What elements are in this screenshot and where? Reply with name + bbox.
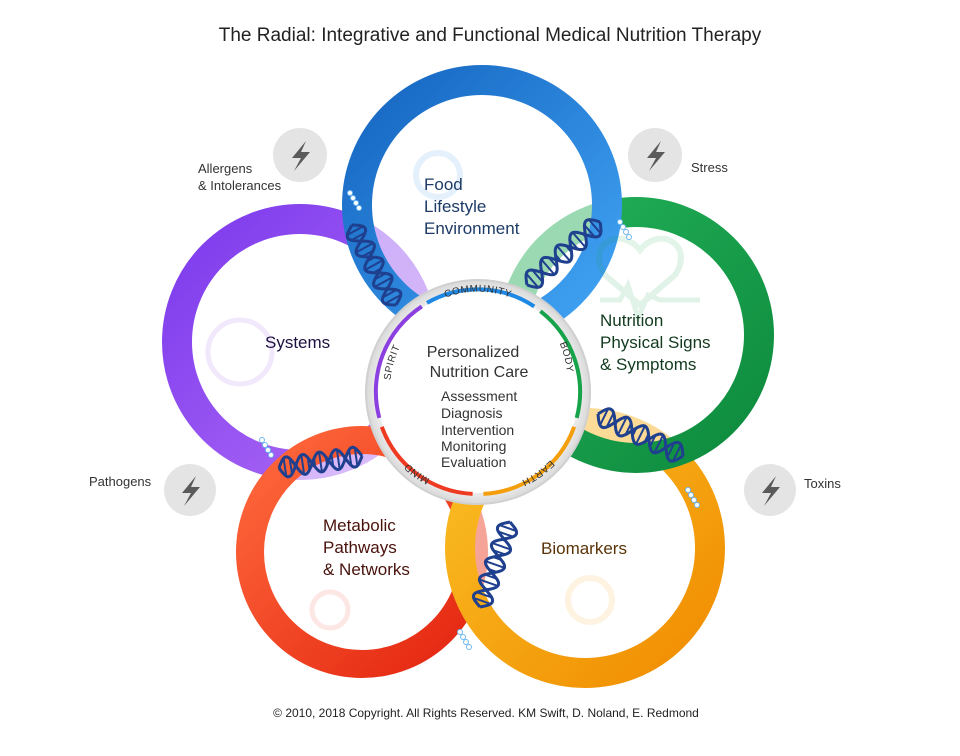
center-hub: COMMUNITY BODY EARTH MIND SPIRIT Persona… — [365, 279, 591, 505]
stressor-label-allergens-2: & Intolerances — [198, 178, 282, 193]
ring-label-metabolic-1: Metabolic — [323, 516, 396, 535]
diagram-title: The Radial: Integrative and Functional M… — [219, 25, 762, 46]
ring-label-nutrition-2: Physical Signs — [600, 333, 711, 352]
bead-dot — [623, 229, 629, 235]
bead-dot — [350, 195, 356, 201]
stressor-label-toxins: Toxins — [804, 476, 841, 491]
bead-dot — [694, 502, 700, 508]
ring-label-food-2: Lifestyle — [424, 197, 486, 216]
bead-dot — [265, 447, 271, 453]
ring-label-nutrition: Nutrition Physical Signs & Symptoms — [600, 311, 711, 374]
heart-icon — [596, 235, 684, 309]
dna-icon — [596, 407, 685, 463]
molecule-icon — [565, 575, 615, 625]
center-step-monitoring: Monitoring — [441, 438, 506, 454]
bead-dot — [268, 452, 274, 458]
ring-label-systems: Systems — [265, 333, 330, 352]
stressor-pathogens: Pathogens — [89, 464, 216, 516]
stressor-label-pathogens: Pathogens — [89, 474, 152, 489]
stressor-stress: Stress — [628, 128, 728, 182]
dna-icon — [345, 223, 403, 307]
pulse-icon — [600, 278, 700, 326]
dna-icon — [277, 445, 364, 479]
stressor-allergens: Allergens & Intolerances — [198, 128, 327, 193]
ring-label-biomarkers: Biomarkers — [541, 539, 627, 558]
pathway-icon — [309, 589, 351, 631]
bead-dot — [347, 190, 353, 196]
ring-label-food-3: Environment — [424, 219, 520, 238]
bead-dot — [463, 639, 469, 645]
ring-label-metabolic-3: & Networks — [323, 560, 410, 579]
vitruvian-icon — [205, 317, 275, 387]
decor-icons — [205, 150, 700, 631]
ring-label-food-1: Food — [424, 175, 463, 194]
bead-dot — [356, 205, 362, 211]
copyright-text: © 2010, 2018 Copyright. All Rights Reser… — [273, 706, 699, 720]
bead-dot — [460, 634, 466, 640]
ring-label-nutrition-1: Nutrition — [600, 311, 663, 330]
bead-dot — [620, 224, 626, 230]
bead-dot — [353, 200, 359, 206]
stressor-label-stress: Stress — [691, 160, 728, 175]
bead-dot — [259, 437, 265, 443]
bead-dot — [617, 219, 623, 225]
center-title-2: Nutrition Care — [430, 364, 529, 381]
bead-dot — [688, 492, 694, 498]
dna-icon — [471, 520, 519, 609]
ring-label-nutrition-3: & Symptoms — [600, 355, 696, 374]
bead-dot — [262, 442, 268, 448]
center-step-assessment: Assessment — [441, 388, 517, 404]
bead-dot — [626, 234, 632, 240]
stressor-label-allergens-1: Allergens — [198, 161, 253, 176]
ring-label-metabolic-2: Pathways — [323, 538, 397, 557]
ring-label-food: Food Lifestyle Environment — [424, 175, 520, 238]
dna-icon — [524, 218, 603, 289]
center-step-diagnosis: Diagnosis — [441, 405, 502, 421]
plate-icon — [413, 150, 463, 200]
bead-dot — [457, 629, 463, 635]
ring-label-metabolic: Metabolic Pathways & Networks — [323, 516, 410, 579]
center-step-evaluation: Evaluation — [441, 454, 506, 470]
bead-dot — [685, 487, 691, 493]
bead-dot — [466, 644, 472, 650]
arc-label-community: COMMUNITY — [443, 284, 513, 301]
center-step-intervention: Intervention — [441, 422, 514, 438]
dna-helices — [259, 190, 700, 650]
bead-dot — [691, 497, 697, 503]
center-title-1: Personalized — [427, 344, 520, 361]
stressor-toxins: Toxins — [744, 464, 841, 516]
